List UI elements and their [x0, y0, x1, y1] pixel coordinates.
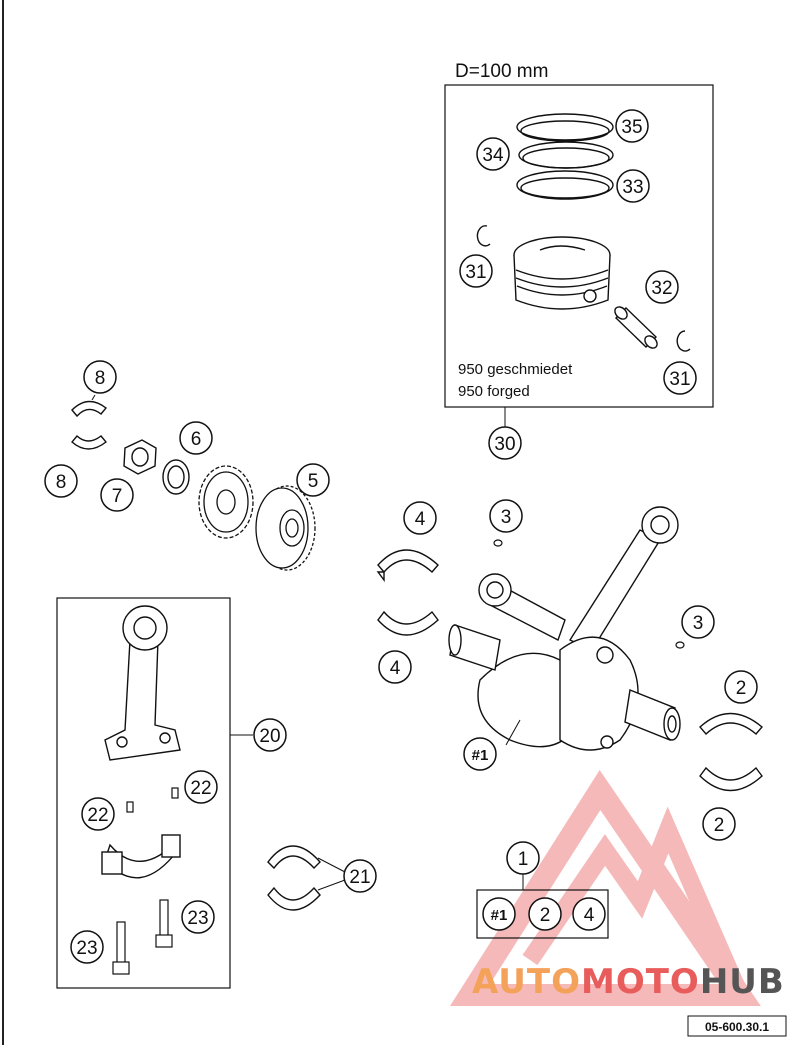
dowel-22-left — [126, 801, 134, 813]
kit-item-2: 2 — [540, 905, 551, 926]
circlip-bottom — [676, 330, 691, 352]
dowel-pin-3-top — [493, 539, 503, 547]
callout-2-top: 2 — [736, 678, 747, 699]
sprocket — [198, 465, 254, 539]
callout-5: 5 — [308, 471, 319, 492]
kit-box — [476, 889, 609, 939]
piston-rings — [516, 113, 614, 200]
piston-caption-en: 950 forged — [458, 383, 530, 400]
callout-31-bottom: 31 — [669, 369, 690, 390]
callout-21: 21 — [349, 867, 370, 888]
piston-pin — [614, 306, 658, 349]
piston-box-heading: D=100 mm — [455, 61, 548, 82]
callout-30: 30 — [494, 434, 515, 455]
callout-23-left: 23 — [76, 938, 97, 959]
callout-8-top: 8 — [95, 368, 106, 389]
callout-33: 33 — [622, 177, 643, 198]
callout-20: 20 — [259, 726, 280, 747]
callout-31-top: 31 — [465, 262, 486, 283]
dowel-pin-3-right — [675, 641, 685, 649]
bearing-shell-8-top — [71, 400, 108, 418]
callout-2-bottom: 2 — [714, 815, 725, 836]
callout-4-bottom: 4 — [390, 658, 401, 679]
bearing-shell-2-top — [699, 712, 763, 736]
ref-code: 05-600.30.1 — [705, 1020, 769, 1034]
callout-8-bottom: 8 — [56, 472, 67, 493]
hex-nut — [123, 439, 157, 475]
bearing-shell-4-top — [376, 549, 439, 583]
washer — [162, 459, 190, 495]
conrod-bolt-left — [112, 921, 130, 975]
ref-code-box — [687, 1015, 787, 1037]
watermark-hub: HUB — [700, 962, 785, 1002]
callout-crankshaft: #1 — [472, 747, 489, 764]
gear — [255, 485, 316, 571]
crankshaft — [448, 506, 681, 751]
callout-7: 7 — [112, 486, 123, 507]
bearing-shell-2-bottom — [699, 766, 763, 792]
piston-caption-de: 950 geschmiedet — [458, 361, 573, 378]
watermark-moto: MOTO — [581, 962, 700, 1002]
circlip-top — [476, 225, 491, 247]
callout-1: 1 — [518, 849, 529, 870]
callout-32: 32 — [651, 278, 672, 299]
callouts — [44, 109, 758, 964]
piston-box — [444, 84, 714, 408]
kit-item-4: 4 — [584, 905, 595, 926]
callout-4-top: 4 — [415, 509, 426, 530]
callout-22-left: 22 — [87, 805, 108, 826]
connecting-rod — [104, 605, 181, 761]
bearing-shell-8-bottom — [71, 434, 108, 450]
bearing-shell-21-top — [267, 845, 321, 870]
callout-34: 34 — [482, 145, 504, 166]
callout-3-top: 3 — [501, 507, 512, 528]
watermark-logo — [449, 769, 761, 1006]
watermark-auto: AUTO — [472, 962, 581, 1002]
kit-item-crankshaft: #1 — [491, 907, 508, 924]
callout-35: 35 — [621, 117, 642, 138]
callout-3-right: 3 — [693, 613, 704, 634]
piston — [513, 236, 611, 310]
callout-6: 6 — [191, 429, 202, 450]
dowel-22-right — [171, 787, 179, 799]
bearing-shell-4-bottom — [377, 610, 439, 636]
conrod-box — [56, 597, 231, 989]
bearing-shell-21-bottom — [267, 886, 321, 911]
watermark-text: AUTOMOTOHUB — [472, 962, 785, 1002]
callout-23-right: 23 — [187, 908, 208, 929]
conrod-cap — [101, 834, 181, 879]
conrod-bolt-right — [155, 899, 173, 948]
callout-22-right: 22 — [190, 778, 211, 799]
